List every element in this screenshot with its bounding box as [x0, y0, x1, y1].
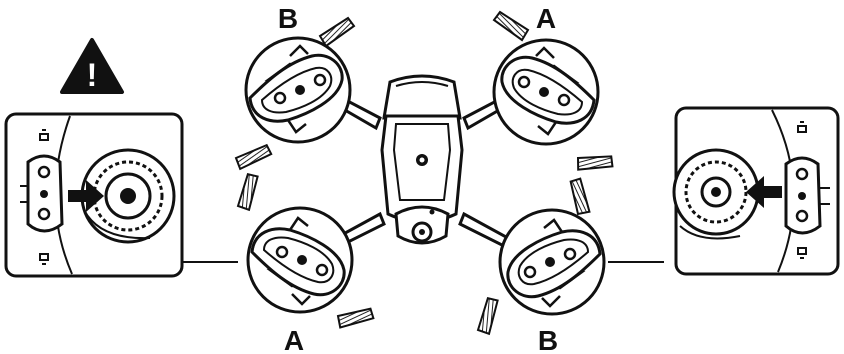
drone-body: [336, 76, 508, 246]
detail-panel-right: [674, 108, 838, 274]
label-bottom-left: A: [284, 325, 304, 354]
warning-glyph: !: [87, 57, 98, 93]
propeller-top-right: [494, 40, 598, 144]
propeller-bottom-right: [500, 210, 604, 314]
warning-triangle-icon: !: [62, 40, 122, 93]
detail-panel-left: [6, 114, 182, 276]
label-top-right: A: [536, 3, 556, 34]
propeller-top-left: [246, 38, 350, 142]
propeller-bottom-left: [248, 208, 352, 312]
label-bottom-right: B: [538, 325, 558, 354]
label-top-left: B: [278, 3, 298, 34]
